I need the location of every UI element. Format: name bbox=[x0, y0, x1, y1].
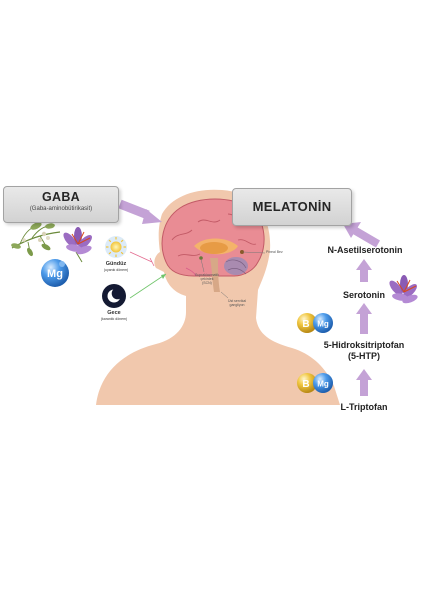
step-5-htp: 5-Hidroksitriptofan (5-HTP) bbox=[323, 340, 405, 361]
arrow-to-n-asetilserotonin bbox=[356, 259, 372, 282]
day-label-block: Gündüz (uyanık dönem) bbox=[96, 261, 136, 273]
night-label: Gece bbox=[107, 310, 121, 316]
person-silhouette bbox=[96, 189, 340, 405]
light-signal-lines bbox=[129, 251, 167, 299]
day-label: Gündüz bbox=[105, 261, 127, 267]
moon-icon bbox=[102, 284, 126, 308]
gaba-box: GABA (Gaba-aminobütirikasit) bbox=[3, 186, 119, 223]
herb-sprigs-illustration bbox=[11, 222, 61, 257]
pineal-label: Pineal Bez bbox=[266, 250, 283, 254]
ganglion-label: Üst servikal gangliyon bbox=[227, 299, 247, 307]
saffron-flower-illustration bbox=[63, 227, 92, 263]
scn-label: Suprakiazmatik çekirdek (SCN) bbox=[195, 273, 219, 285]
arrow-to-melatonin bbox=[343, 222, 381, 248]
brain-pointer-lines bbox=[185, 251, 266, 299]
gaba-arrow bbox=[118, 199, 162, 224]
arrow-to-serotonin bbox=[356, 303, 372, 334]
gaba-subtitle: (Gaba-aminobütirikasit) bbox=[29, 206, 93, 212]
step-l-triptofan: L-Triptofan bbox=[340, 402, 388, 412]
melatonin-title: MELATONİN bbox=[252, 199, 332, 214]
saffron-flower-right-illustration bbox=[389, 275, 418, 304]
day-sublabel: (uyanık dönem) bbox=[103, 268, 129, 272]
sun-icon bbox=[105, 236, 127, 258]
night-label-block: Gece (karanlık dönem) bbox=[94, 310, 134, 322]
gaba-title: GABA bbox=[41, 190, 80, 204]
pathway-arrows bbox=[343, 222, 381, 396]
step-n-asetilserotonin: N-Asetilserotonin bbox=[327, 245, 403, 255]
night-sublabel: (karanlık dönem) bbox=[100, 317, 128, 321]
melatonin-box: MELATONİN bbox=[232, 188, 352, 226]
arrow-to-5-htp bbox=[356, 369, 372, 396]
step-serotonin: Serotonin bbox=[343, 290, 385, 300]
